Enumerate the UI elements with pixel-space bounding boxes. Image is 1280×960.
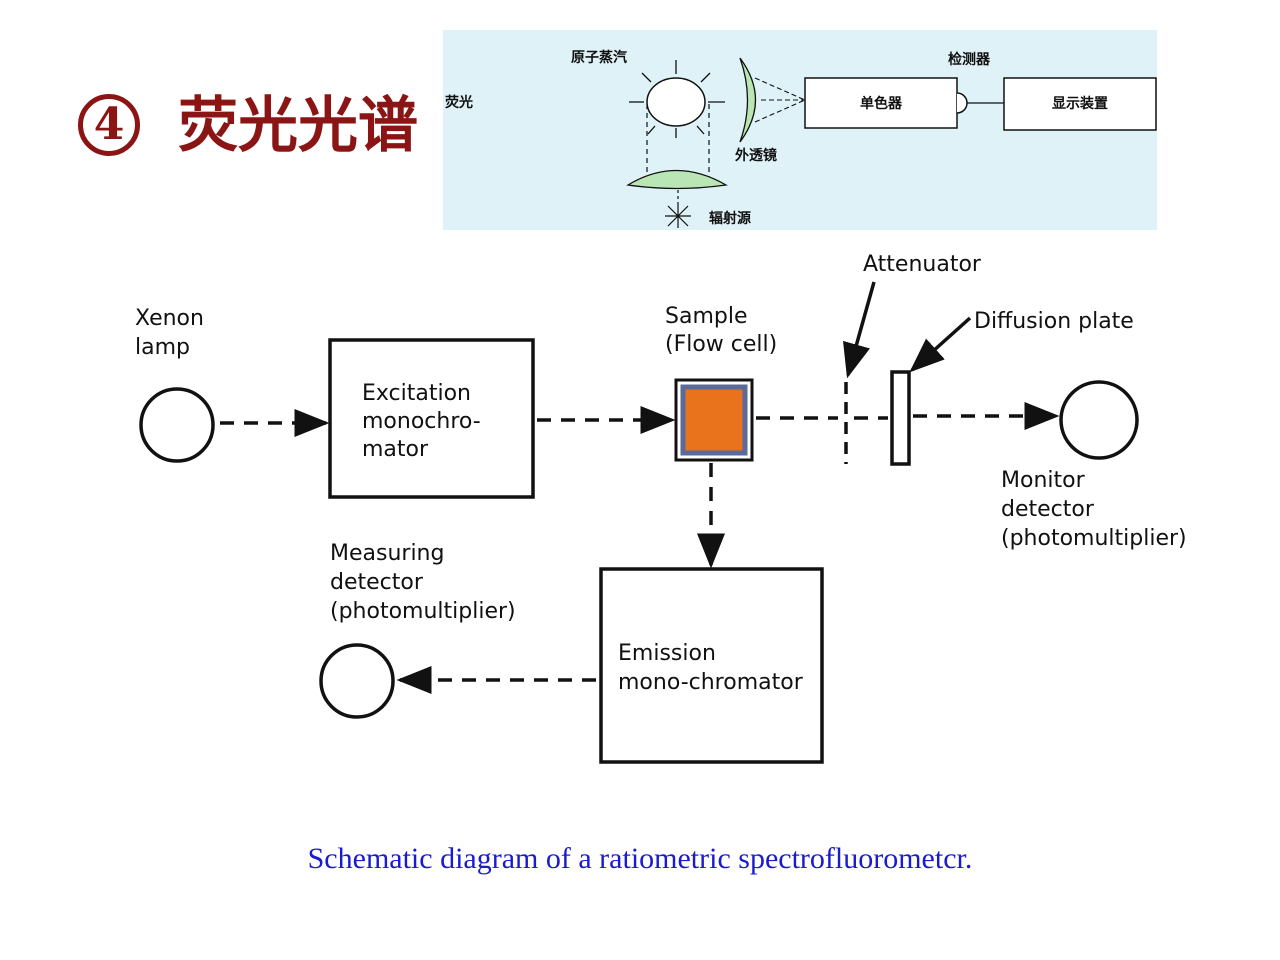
diffusion-plate-pointer — [909, 316, 972, 373]
emission-monochromator-box — [599, 567, 824, 764]
display-label: 显示装置 — [1052, 95, 1108, 112]
radiation-source-icon — [665, 190, 691, 228]
section-number: 4 — [78, 93, 140, 156]
monitor-detector-icon — [1059, 380, 1139, 460]
emission-rays — [629, 60, 725, 138]
emission-label: Emission mono-chromator — [618, 641, 804, 695]
sample-label: Sample (Flow cell) — [665, 304, 777, 357]
attenuator-pointer — [842, 281, 876, 379]
figure-caption: Schematic diagram of a ratiometric spect… — [307, 842, 973, 875]
detector-label: 检测器 — [948, 51, 991, 68]
measuring-detector-icon — [319, 643, 395, 719]
monitor-detector-label: Monitor detector (photomultiplier) — [1001, 468, 1187, 551]
attenuator-label: Attenuator — [863, 252, 982, 277]
excitation-monochromator-box — [328, 338, 535, 499]
lower-lens — [626, 169, 728, 190]
diffusion-plate-icon — [890, 370, 911, 466]
inset-diagram: 荧光 原子蒸汽 辐射源 — [445, 49, 1157, 228]
monochromator-box — [804, 77, 958, 129]
title-text: 荧光光谱 — [178, 91, 418, 161]
display-box — [1003, 77, 1157, 131]
fluorescence-label: 荧光 — [445, 94, 473, 111]
vapor-cell — [646, 77, 706, 127]
outer-lens — [739, 57, 757, 143]
xenon-lamp-label: Xenon lamp — [135, 306, 211, 360]
vapor-label: 原子蒸汽 — [571, 49, 627, 66]
measuring-detector-label: Measuring detector (photomultiplier) — [330, 541, 516, 624]
monochromator-label: 单色器 — [860, 95, 903, 112]
lens-label: 外透镜 — [735, 147, 777, 164]
excitation-label: Excitation monochro- mator — [362, 381, 488, 462]
xenon-lamp-icon — [139, 387, 215, 463]
diffusion-plate-label: Diffusion plate — [974, 309, 1134, 334]
atomic-fluorescence-inset: 荧光 原子蒸汽 辐射源 — [443, 30, 1157, 230]
source-label: 辐射源 — [709, 210, 751, 227]
flow-cell-sample — [680, 384, 748, 456]
slide-title: 4 荧光光谱 — [78, 86, 418, 166]
